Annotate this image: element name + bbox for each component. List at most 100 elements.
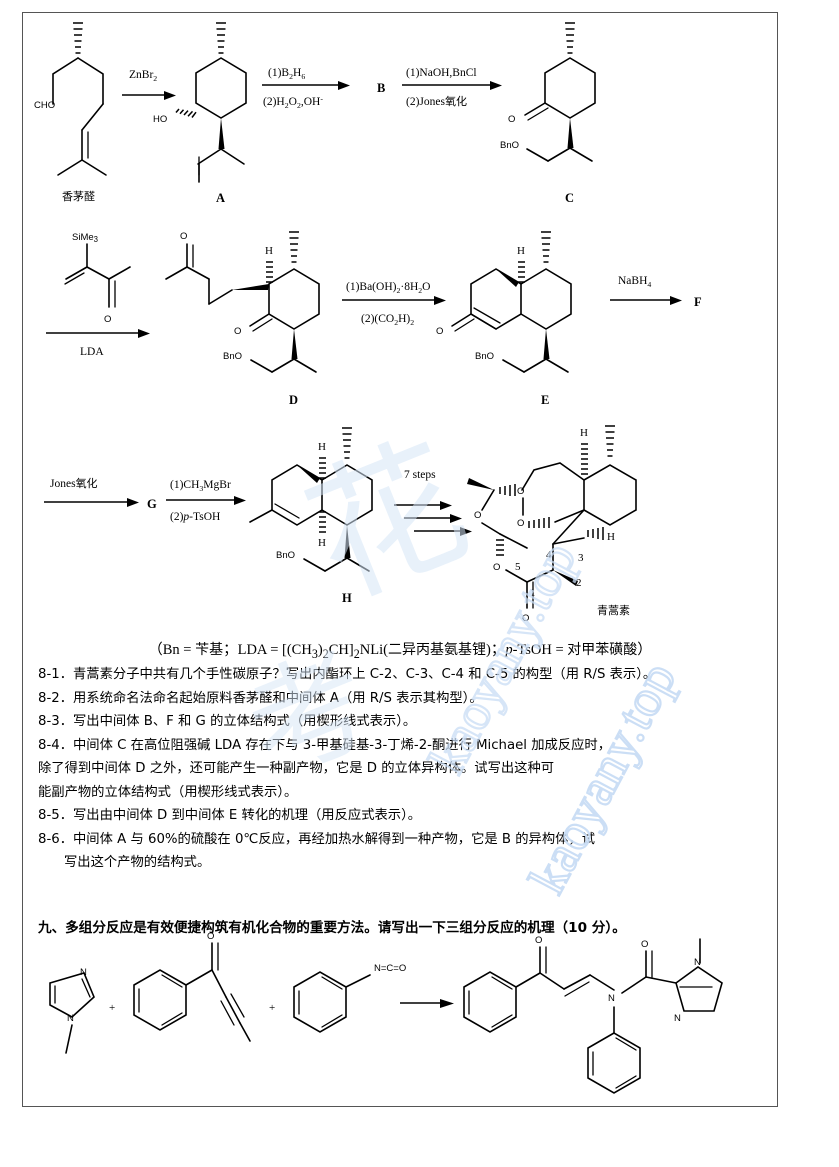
reagent-lda: LDA xyxy=(80,346,104,358)
plus-sign-1: + xyxy=(109,1002,115,1014)
arrow-ch3mgbr: (1)CH3MgBr (2)p-TsOH xyxy=(166,479,246,523)
structure-compound-d: O H O xyxy=(165,231,320,373)
atom-label-sime3: SiMe3 xyxy=(72,232,98,244)
question-8-4-cont2: 能副产物的立体结构式（用楔形线式表示）。 xyxy=(38,784,298,800)
atom-label-o-ketone-d: O xyxy=(234,326,241,337)
hash-wedge-methyl xyxy=(73,22,83,54)
question-8-6-cont: 写出这个产物的结构式。 xyxy=(64,855,211,870)
reagent-jones-bottom: (2)Jones氧化 xyxy=(406,94,467,108)
question-8-6: 8-6．中间体 A 与 60%的硫酸在 0℃反应，再经加热水解得到一种产物，它是… xyxy=(38,831,596,847)
atom-label-n-imid-2: N xyxy=(67,1013,74,1024)
atom-label-o-product-amide: O xyxy=(641,939,648,950)
label-compound-c: C xyxy=(565,191,574,205)
atom-label-h-lower-h: H xyxy=(318,537,326,549)
hash-wedge-o-upper xyxy=(499,484,516,496)
reagent-jones: Jones氧化 xyxy=(50,476,98,490)
reagent-co2h2-bottom: (2)(CO2H)2 xyxy=(361,313,414,327)
atom-label-o-lactone: O xyxy=(493,562,500,573)
atom-label-o-ketone-e: O xyxy=(436,326,443,337)
arrow-baoh2: (1)Ba(OH)2·8H2O (2)(CO2H)2 xyxy=(342,281,446,327)
arrow-seven-steps: 7 steps xyxy=(394,469,472,536)
atom-label-bno-h: BnO xyxy=(276,550,295,561)
arrow-three-component xyxy=(400,999,454,1008)
atom-label-n-imid-prod-2: N xyxy=(674,1013,681,1024)
atom-label-h-e: H xyxy=(517,245,525,257)
reagent-nabh4: NaBH4 xyxy=(618,275,651,289)
reagent-baoh2-top: (1)Ba(OH)2·8H2O xyxy=(346,281,430,295)
atom-label-o-peroxide-1: O xyxy=(517,486,524,497)
structure-compound-c: O BnO xyxy=(500,22,596,162)
arrow-jones: Jones氧化 xyxy=(44,476,139,507)
label-compound-a: A xyxy=(216,191,225,205)
label-intermediate-g: G xyxy=(147,497,157,511)
structure-n-methylimidazole: N N xyxy=(49,967,95,1054)
hash-wedge-h-upper xyxy=(319,457,326,479)
atom-label-cho: CHO xyxy=(34,100,55,111)
atom-label-o-enone: O xyxy=(104,314,111,325)
hash-wedge-oh xyxy=(175,108,197,118)
hash-wedge-o-peroxide xyxy=(528,517,550,528)
structure-artemisinin: O O O O xyxy=(467,425,637,624)
label-seven-steps: 7 steps xyxy=(404,469,436,481)
scheme-row-4: N N + O + N=C=O xyxy=(22,931,778,1105)
scheme-row-1: CHO 香茅醛 ZnBr2 HO xyxy=(22,12,778,217)
atom-label-h-d: H xyxy=(265,245,273,257)
atom-label-o-carbonyl-art: O xyxy=(522,613,529,624)
label-compound-f: F xyxy=(694,295,702,309)
scheme-row-3: Jones氧化 G (1)CH3MgBr (2)p-TsOH H xyxy=(22,418,778,636)
hash-wedge-h-top-art xyxy=(581,443,588,475)
atom-label-nco: N=C=O xyxy=(374,963,406,974)
atom-label-n-amide: N xyxy=(608,993,615,1004)
question-8-5: 8-5．写出由中间体 D 到中间体 E 转化的机理（用反应式表示）。 xyxy=(38,808,422,823)
hash-wedge-h-e xyxy=(518,261,525,283)
arrow-nabh4: NaBH4 xyxy=(610,275,682,305)
reagent-naoh-bncl-top: (1)NaOH,BnCl xyxy=(406,67,477,79)
atom-label-o-acetyl-d: O xyxy=(180,231,187,242)
ring-number-4: 4 xyxy=(546,549,552,561)
footnote-text: （Bn = 苄基；LDA = [(CH3)2CH]2NLi(二异丙基氨基锂)；p… xyxy=(148,642,652,661)
reagent-ch3mgbr-top: (1)CH3MgBr xyxy=(170,479,231,493)
ring-number-5: 5 xyxy=(515,561,521,573)
atom-label-o-peroxide-2: O xyxy=(517,518,524,529)
arrow-znbr2: ZnBr2 xyxy=(122,69,176,100)
question-8-3: 8-3．写出中间体 B、F 和 G 的立体结构式（用楔形线式表示）。 xyxy=(38,714,417,729)
section-9-heading: 九、多组分反应是有效便捷构筑有机化合物的重要方法。请写出一下三组分反应的机理（1… xyxy=(38,920,626,936)
plus-sign-2: + xyxy=(269,1002,275,1014)
atom-label-bno-d: BnO xyxy=(223,351,242,362)
question-list: 8-1．青蒿素分子中共有几个手性碳原子？写出内酯环上 C-2、C-3、C-4 和… xyxy=(38,663,778,875)
hash-wedge-methyl-d xyxy=(289,231,299,263)
reagent-h2o2-bottom: (2)H2O2,OH- xyxy=(263,94,323,110)
page-border xyxy=(22,12,778,1107)
question-8-1: 8-1．青蒿素分子中共有几个手性碳原子？写出内酯环上 C-2、C-3、C-4 和… xyxy=(38,667,657,682)
atom-label-ho: HO xyxy=(153,114,167,125)
atom-label-h-upper-h: H xyxy=(318,441,326,453)
structure-citronellal: CHO xyxy=(34,22,107,176)
hash-wedge-h-lower xyxy=(319,511,326,533)
scheme-row-2: SiMe3 O LDA O H xyxy=(22,222,778,417)
atom-label-o-ynone: O xyxy=(207,931,214,942)
hash-wedge-h-c3 xyxy=(587,527,604,540)
hash-wedge-methyl-h xyxy=(342,427,352,459)
hash-wedge-methyl-e xyxy=(541,231,551,263)
hash-wedge-methyl-c xyxy=(565,22,575,54)
label-artemisinin: 青蒿素 xyxy=(597,604,630,617)
atom-label-bno-e: BnO xyxy=(475,351,494,362)
atom-label-n-imid-1: N xyxy=(80,967,87,978)
ring-number-2: 2 xyxy=(576,577,582,589)
label-compound-h: H xyxy=(342,591,352,605)
reagent-ptsoh-bottom: (2)p-TsOH xyxy=(170,511,220,523)
label-compound-d: D xyxy=(289,393,298,407)
question-8-2: 8-2．用系统命名法命名起始原料香茅醛和中间体 A（用 R/S 表示其构型）。 xyxy=(38,690,483,706)
ring-number-1: 1 xyxy=(530,587,536,599)
hash-wedge-h-d xyxy=(266,261,273,283)
arrow-lda: LDA xyxy=(46,329,150,358)
label-intermediate-b: B xyxy=(377,81,385,95)
arrow-naoh-bncl: (1)NaOH,BnCl (2)Jones氧化 xyxy=(402,67,502,108)
hash-wedge-methyl-art xyxy=(605,425,615,457)
atom-label-o-lactol: O xyxy=(474,510,481,521)
label-citronellal: 香茅醛 xyxy=(62,189,95,203)
atom-label-o-ketone-c: O xyxy=(508,114,515,125)
structure-phenyl-ynone: O xyxy=(133,931,251,1042)
structure-phenyl-isocyanate: N=C=O xyxy=(293,963,406,1033)
reagent-znbr2: ZnBr2 xyxy=(129,69,157,83)
